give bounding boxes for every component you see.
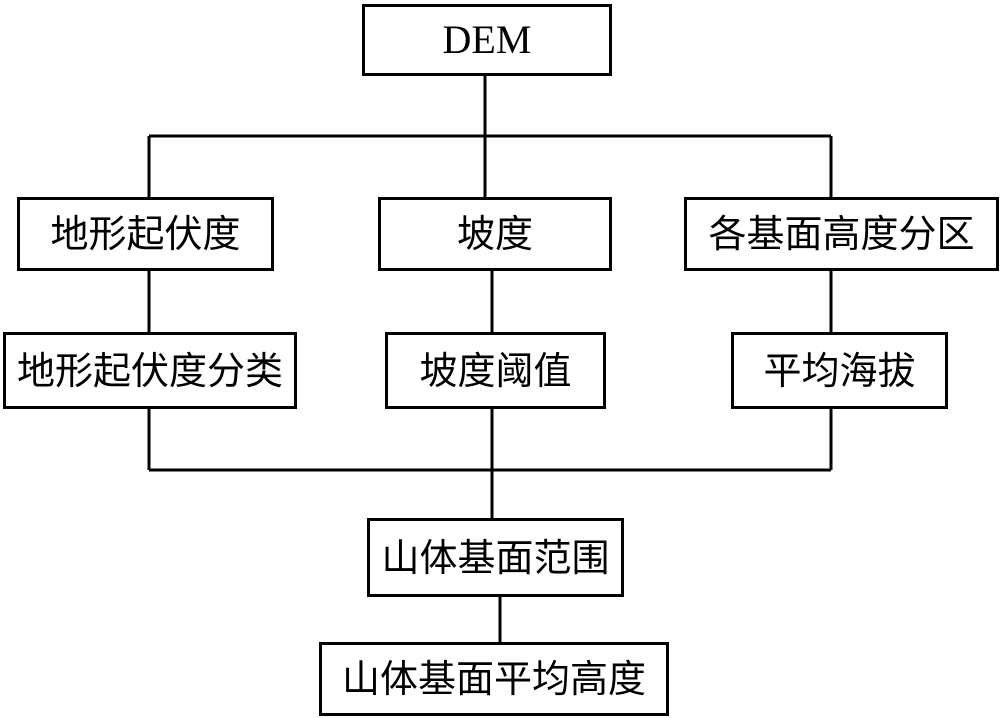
mean-altitude-node: 平均海拔	[731, 332, 948, 409]
dem-node: DEM	[362, 4, 612, 76]
base-height-zones-node: 各基面高度分区	[684, 197, 999, 271]
mountain-base-range-node: 山体基面范围	[367, 518, 624, 597]
slope-threshold-node: 坡度阈值	[385, 332, 606, 409]
terrain-relief-node: 地形起伏度	[17, 197, 274, 271]
mountain-base-mean-height-node: 山体基面平均高度	[319, 642, 669, 716]
slope-node: 坡度	[378, 197, 612, 271]
terrain-relief-class-node: 地形起伏度分类	[3, 332, 297, 409]
